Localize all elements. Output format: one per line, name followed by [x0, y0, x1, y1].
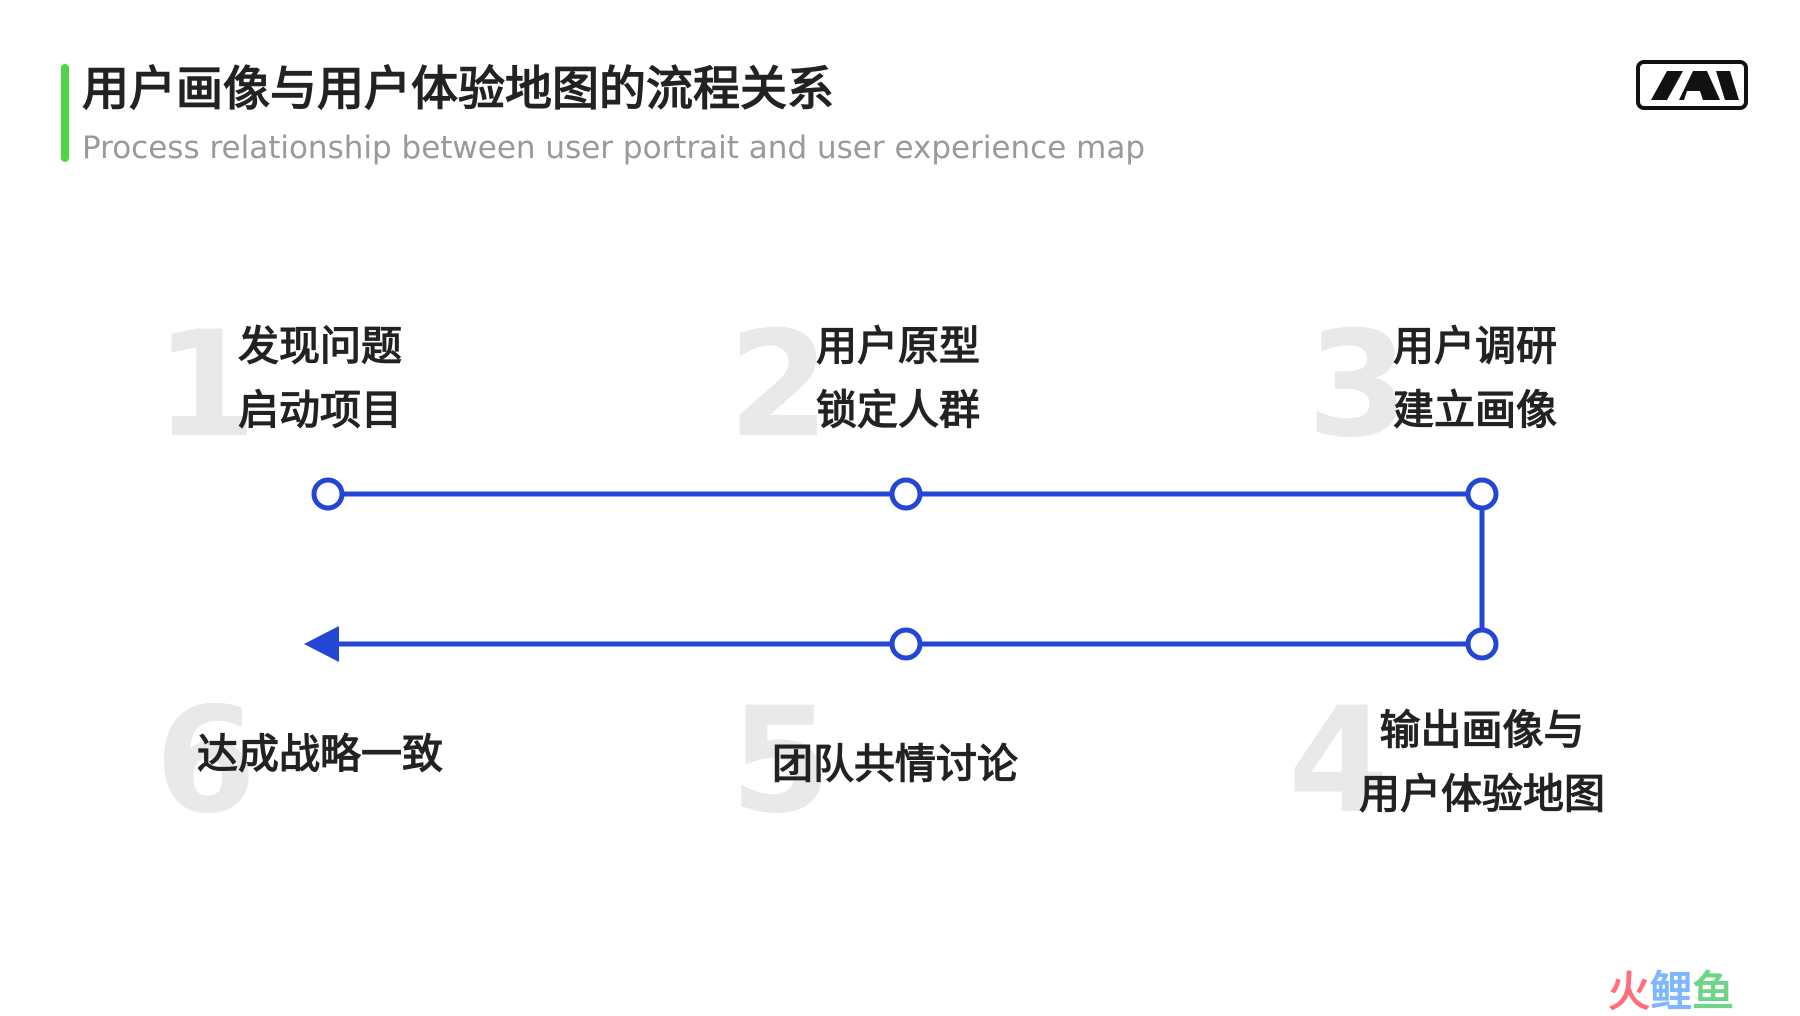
step-5-line-1: 团队共情讨论 [772, 740, 1018, 788]
step-3-number: 3 [1307, 300, 1409, 470]
flow-node-1 [311, 477, 345, 511]
step-1-number: 1 [155, 300, 257, 470]
step-4-text: 输出画像与 用户体验地图 [1346, 698, 1618, 826]
step-2-line-1: 用户原型 [816, 322, 980, 370]
step-5-text: 团队共情讨论 [772, 732, 1018, 796]
step-3-line-2: 建立画像 [1393, 386, 1557, 434]
step-6-number: 6 [155, 676, 257, 846]
step-1-text: 发现问题 启动项目 [238, 314, 402, 442]
step-1-line-1: 发现问题 [238, 322, 402, 370]
step-2-number: 2 [728, 300, 830, 470]
step-6-text: 达成战略一致 [197, 722, 443, 786]
flow-arrowhead [304, 626, 339, 662]
step-3-text: 用户调研 建立画像 [1393, 314, 1557, 442]
step-4-line-2: 用户体验地图 [1359, 770, 1605, 818]
step-3-line-1: 用户调研 [1393, 322, 1557, 370]
step-2-text: 用户原型 锁定人群 [816, 314, 980, 442]
watermark-part-2: 鲤 [1650, 967, 1693, 1016]
step-2-line-2: 锁定人群 [816, 386, 980, 434]
step-5-number: 5 [730, 676, 832, 846]
page-title: 用户画像与用户体验地图的流程关系 [82, 62, 834, 117]
step-6-line-1: 达成战略一致 [197, 730, 443, 778]
watermark-part-1: 火 [1608, 967, 1651, 1016]
flow-node-5 [889, 627, 923, 661]
step-1-line-2: 启动项目 [238, 386, 402, 434]
flow-node-3 [1465, 477, 1499, 511]
watermark-logo: 火鲤鱼 [1608, 970, 1734, 1014]
title-accent-bar [61, 64, 69, 162]
logo-icon [1636, 60, 1748, 110]
step-4-number: 4 [1288, 676, 1390, 846]
page-subtitle: Process relationship between user portra… [82, 130, 1145, 166]
watermark-part-3: 鱼 [1692, 967, 1735, 1016]
flow-node-4 [1465, 627, 1499, 661]
step-4-line-1: 输出画像与 [1379, 706, 1585, 754]
flow-node-2 [889, 477, 923, 511]
